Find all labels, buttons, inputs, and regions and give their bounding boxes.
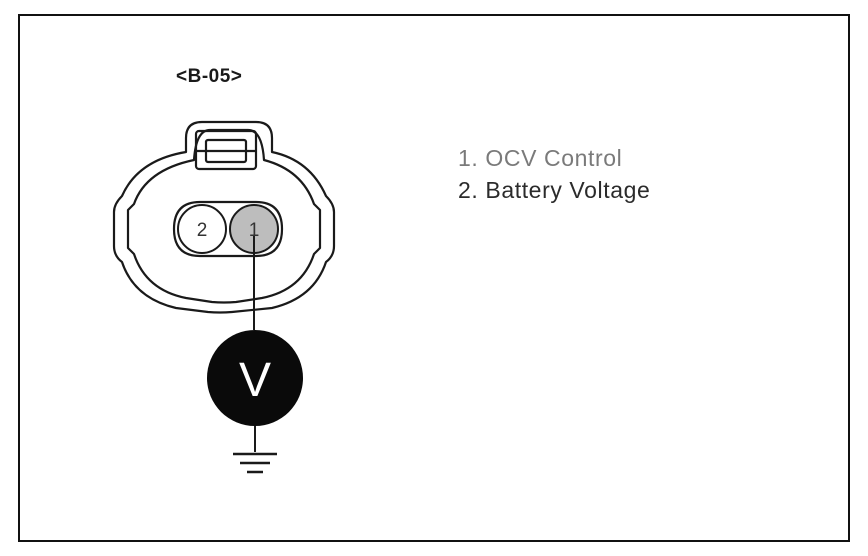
- connector-id-label: <B-05>: [176, 66, 243, 87]
- diagram-frame: [18, 14, 850, 542]
- pin-2-label: 2: [197, 220, 208, 241]
- pin-1-label: 1: [249, 220, 260, 241]
- voltmeter-icon: V: [207, 330, 303, 426]
- pin-2-terminal: [177, 204, 227, 254]
- legend-item-battery-voltage: 2. Battery Voltage: [458, 177, 651, 203]
- legend-item-ocv-control: 1. OCV Control: [458, 145, 623, 171]
- connector-housing: [112, 120, 336, 314]
- ground-icon: [233, 452, 277, 474]
- pin-legend: 1. OCV Control 2. Battery Voltage: [458, 142, 650, 206]
- voltmeter-symbol: V: [239, 354, 271, 407]
